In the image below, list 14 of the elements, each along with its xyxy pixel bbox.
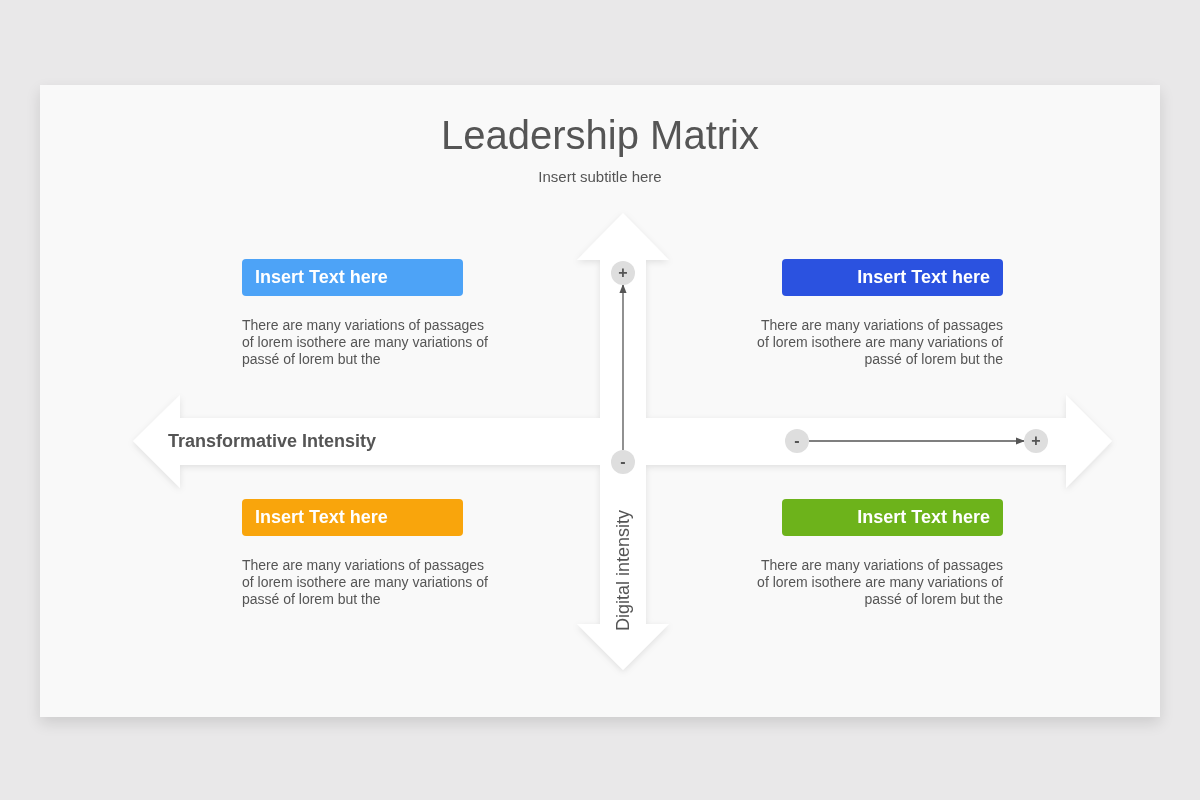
axis-label: Digital intensity: [612, 508, 634, 633]
heading-bar: Insert Text here: [782, 499, 1003, 536]
description-text: There are many variations of passages of lorem isothere are many variations of passé of lorem but the: [242, 317, 489, 368]
arrow: [808, 437, 1025, 445]
arrow: [619, 284, 627, 451]
description-text: There are many variations of passages of lorem isothere are many variations of passé of lorem but the: [756, 317, 1003, 368]
title: Leadership Matrix: [440, 112, 760, 159]
description-text: There are many variations of passages of lorem isothere are many variations of passé of lorem but the: [756, 557, 1003, 608]
heading-bar: Insert Text here: [242, 259, 463, 296]
axis-label: Transformative Intensity: [168, 430, 377, 452]
heading-bar: Insert Text here: [242, 499, 463, 536]
subtitle: Insert subtitle here: [537, 168, 663, 186]
description-text: There are many variations of passages of lorem isothere are many variations of passé of lorem but the: [242, 557, 489, 608]
heading-bar: Insert Text here: [782, 259, 1003, 296]
